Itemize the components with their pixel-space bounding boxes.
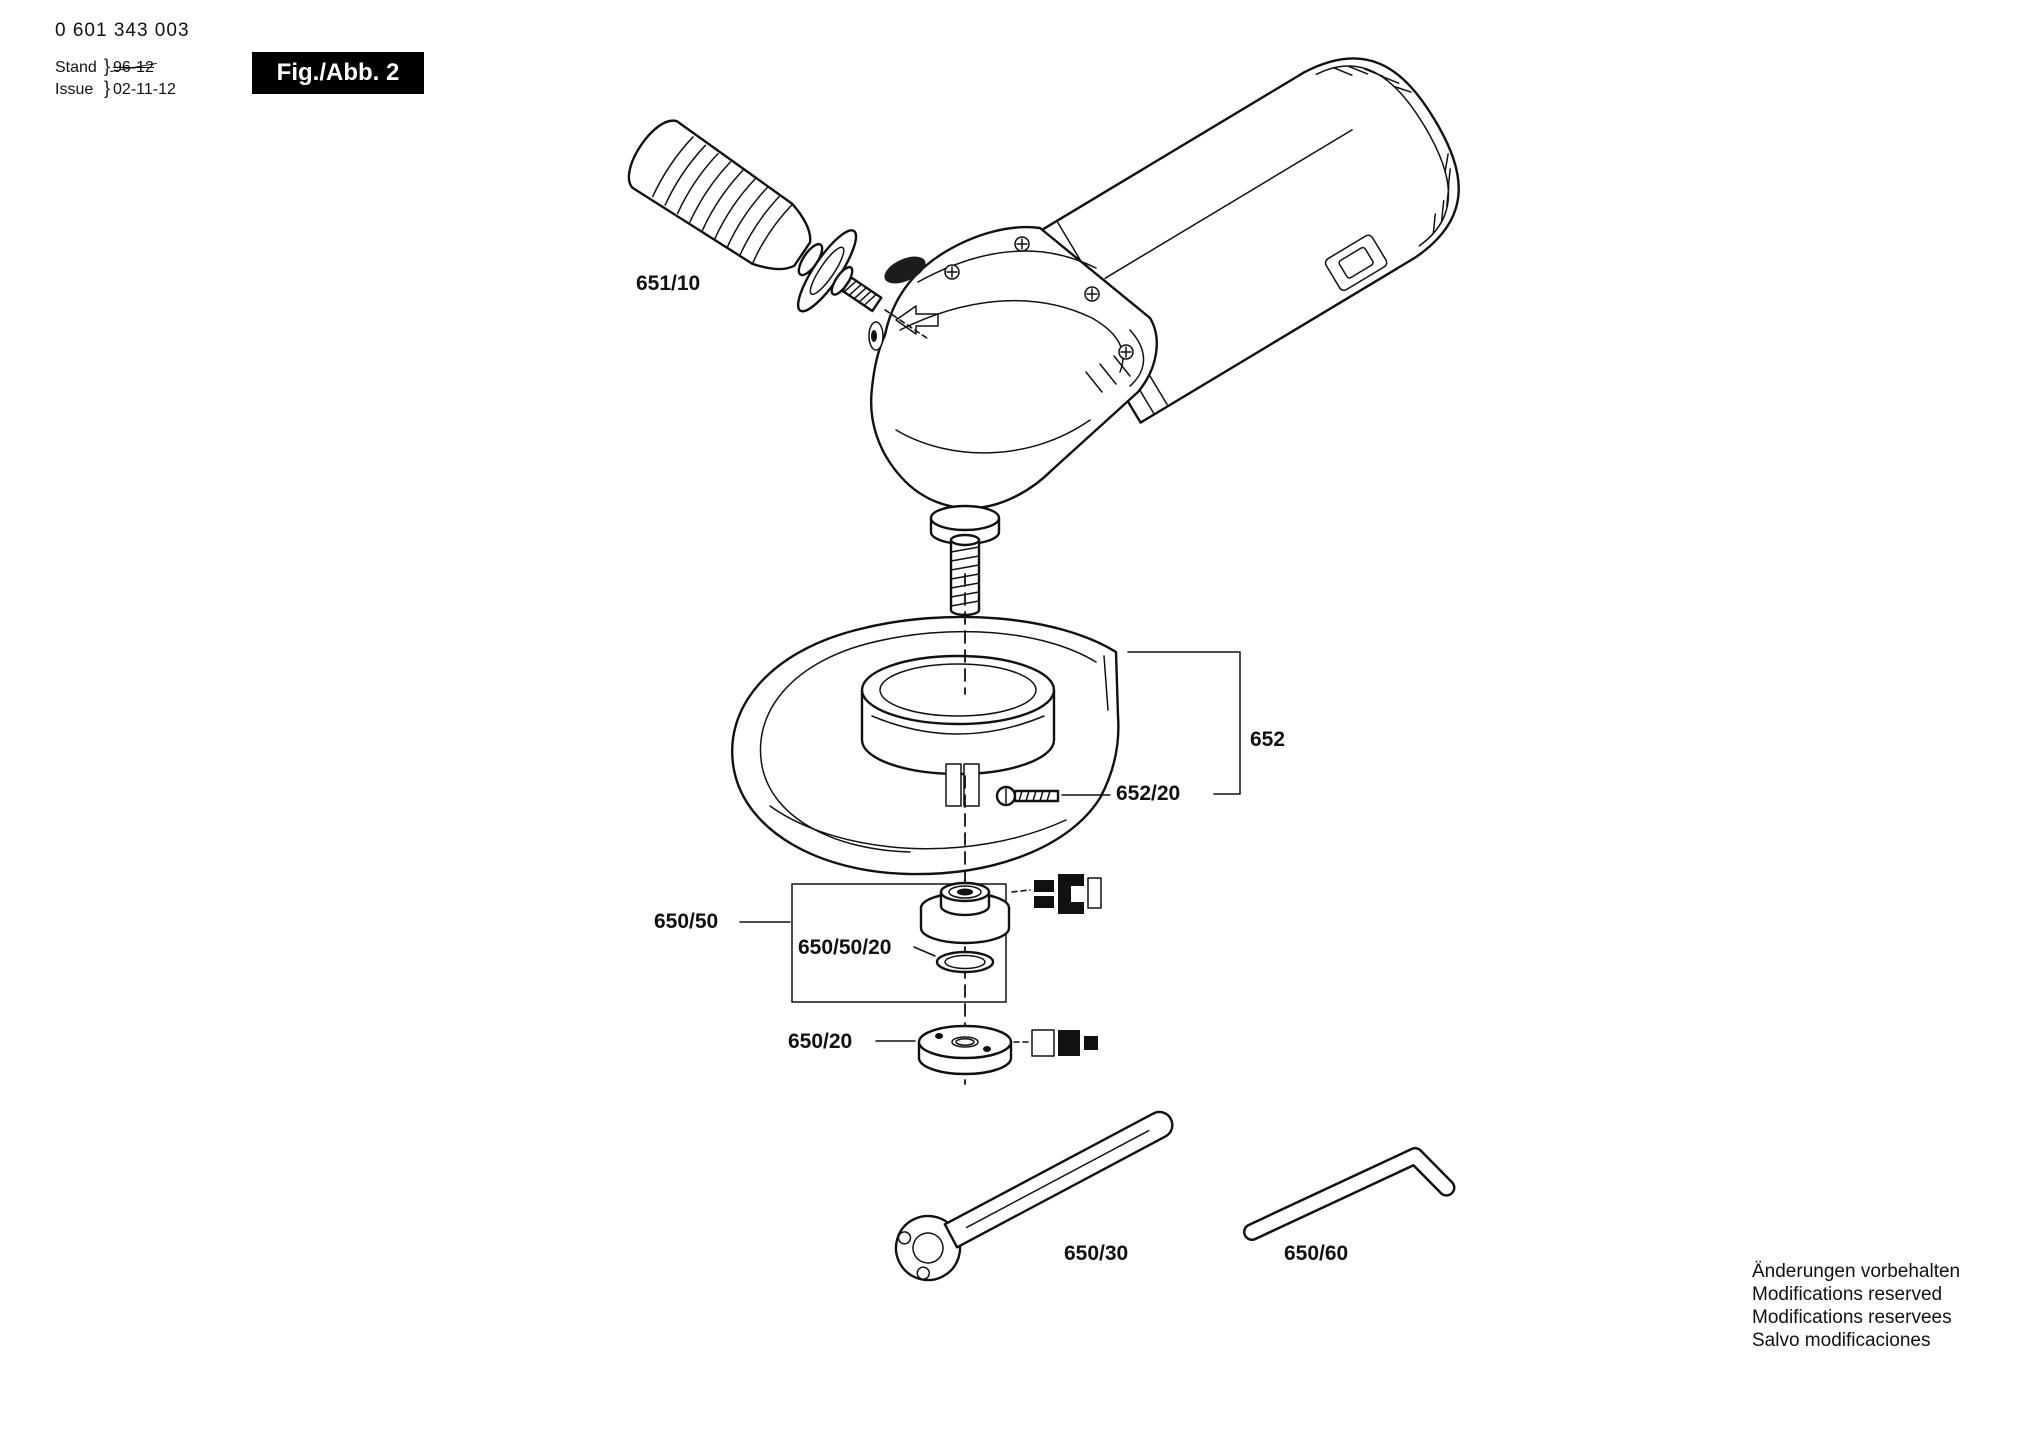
- figure-label-box: Fig./Abb. 2: [252, 52, 424, 94]
- handle-flange-inner: [809, 246, 845, 296]
- motor-cooling-fins: [1332, 65, 1451, 235]
- side-handle-drawing: [627, 119, 928, 339]
- part-number: 0 601 343 003: [55, 20, 190, 41]
- nut-section-glyph: [1013, 1029, 1098, 1057]
- flange-hub-ring: [948, 885, 982, 899]
- footer-line-de: Änderungen vorbehalten: [1752, 1261, 1961, 1282]
- spanner-head-inner: [912, 1232, 944, 1264]
- nut-pin-hole-left: [935, 1033, 943, 1039]
- bracket-652: [1127, 651, 1241, 795]
- issue-label: Issue: [55, 81, 94, 98]
- guard-clamp-tab-right: [963, 763, 980, 807]
- o-ring-inner: [944, 954, 986, 970]
- handle-grip-ridges: [651, 136, 793, 264]
- handle-mount-boss: [868, 321, 884, 351]
- guard-bottom-lip: [769, 805, 1067, 850]
- spanner-pin-2: [916, 1266, 931, 1280]
- stand-value: 96-12: [113, 59, 154, 76]
- part-label-650-30: 650/30: [1064, 1242, 1129, 1265]
- flange-section-glyph: [1011, 874, 1102, 914]
- brush-cap-inner: [1338, 246, 1374, 279]
- spindle-collar-top: [929, 504, 1001, 532]
- leader-lines: [739, 651, 1241, 1042]
- part-label-652: 652: [1250, 728, 1286, 751]
- guard-collar-ring: [860, 654, 1056, 726]
- gear-head-drawing: [868, 225, 1158, 510]
- flange-center-hole: [957, 888, 973, 896]
- part-label-650-20: 650/20: [788, 1030, 853, 1053]
- clamp-screw-drawing: [995, 785, 1060, 807]
- part-label-650-60: 650/60: [1284, 1242, 1349, 1265]
- part-label-650-50-20: 650/50/20: [798, 936, 892, 959]
- nut-thread-ring: [955, 1038, 975, 1046]
- gear-head-screws: [944, 236, 1134, 360]
- gear-head-vents: [1085, 355, 1131, 393]
- flange-base-body: [919, 908, 1011, 945]
- flange-group-box: [791, 883, 1007, 1003]
- handle-stud-threads: [843, 280, 878, 307]
- spanner-handle: [943, 1110, 1174, 1249]
- backing-flange-drawing: [919, 881, 1011, 945]
- gear-head-cover-seams: [895, 250, 1145, 454]
- hex-key-drawing: [1243, 1146, 1456, 1241]
- nut-top-face: [917, 1024, 1013, 1060]
- handle-grip: [627, 119, 812, 271]
- clamp-screw-threads: [1018, 790, 1051, 802]
- motor-rear-cap-line: [1315, 65, 1450, 247]
- part-label-651-10: 651/10: [636, 272, 701, 295]
- flange-glyph-tie: [1011, 889, 1031, 893]
- stand-brace: }: [104, 56, 111, 76]
- stand-row: Stand } 96-12: [55, 56, 154, 77]
- issue-value: 02-11-12: [113, 81, 176, 98]
- footer-line-es: Salvo modificaciones: [1752, 1330, 1931, 1351]
- part-label-650-50: 650/50: [654, 910, 719, 933]
- nut-center-hole: [951, 1036, 979, 1048]
- footer-notes: Änderungen vorbehalten Modifications res…: [1752, 1260, 1960, 1352]
- footer-line-en: Modifications reserved: [1752, 1284, 1943, 1305]
- guard-drawing: [731, 615, 1120, 876]
- clamp-nut-drawing: [917, 1024, 1013, 1076]
- part-label-652-20: 652/20: [1116, 782, 1181, 805]
- leader-650-50-20: [913, 946, 936, 957]
- stand-label: Stand: [55, 59, 97, 76]
- issue-brace: }: [104, 78, 111, 98]
- brush-cap-detail: [1324, 234, 1388, 291]
- screw-slots: [946, 238, 1132, 358]
- issue-row: Issue } 02-11-12: [55, 78, 176, 99]
- nut-pin-hole-right: [983, 1046, 991, 1052]
- handle-axis-line: [884, 309, 928, 339]
- spanner-handle-line: [966, 1129, 1150, 1229]
- guard-clamp-tab-left: [945, 763, 962, 807]
- guard-collar-hole: [879, 663, 1037, 717]
- spanner-pin-1: [897, 1231, 912, 1245]
- pin-spanner-drawing: [894, 1110, 1174, 1282]
- spindle-stud-top: [949, 533, 981, 547]
- direction-arrow: [895, 305, 939, 335]
- o-ring-drawing: [935, 950, 995, 974]
- footer-line-fr: Modifications reservees: [1752, 1307, 1952, 1328]
- guard-band-detail: [871, 715, 1045, 735]
- spindle-lock-button: [884, 256, 926, 284]
- guard-edge-line: [1103, 655, 1109, 711]
